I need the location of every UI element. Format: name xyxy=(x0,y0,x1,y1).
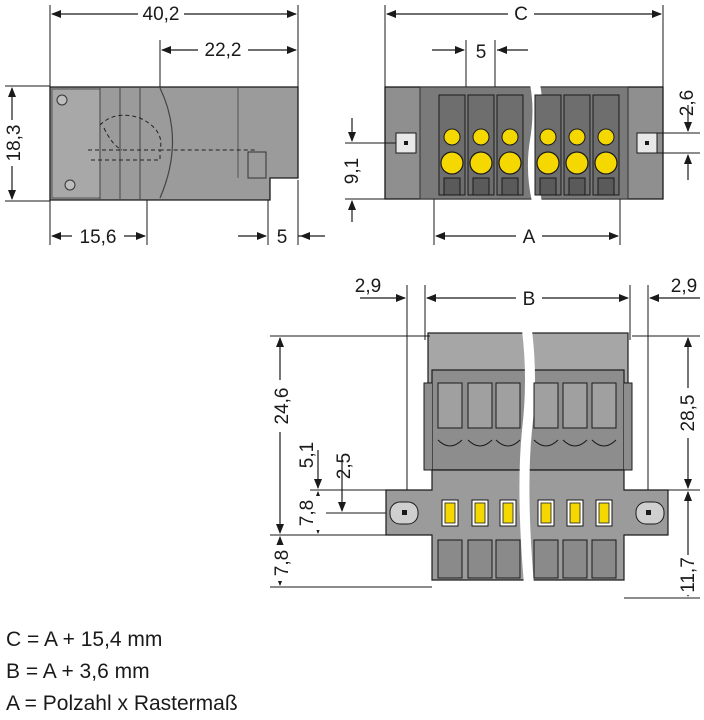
top-poles xyxy=(437,382,617,579)
dim-height: 18,3 xyxy=(4,125,25,162)
dim-right-height-upper: 28,5 xyxy=(678,395,699,432)
front-pole xyxy=(438,94,466,196)
side-housing xyxy=(49,86,299,201)
dim-pitch: 5 xyxy=(476,42,487,63)
dim-bottom-right: 5 xyxy=(277,227,288,248)
dim-left-b: 2,5 xyxy=(334,453,355,479)
dim-right-height-lower: 11,7 xyxy=(678,557,699,593)
top-pole xyxy=(562,382,588,579)
dim-left-c: 7,8 xyxy=(297,500,318,526)
front-pole xyxy=(534,94,562,196)
top-pole xyxy=(467,382,493,579)
formula-a: A = Polzahl x Rastermaß xyxy=(6,692,238,715)
front-pole xyxy=(592,94,620,196)
front-pole xyxy=(563,94,591,196)
dim-left-height: 9,1 xyxy=(342,158,363,184)
top-pole xyxy=(533,382,559,579)
dim-total-width: C xyxy=(514,4,528,25)
formula-b: B = A + 3,6 mm xyxy=(6,660,150,683)
dim-right-offset: 2,6 xyxy=(677,90,698,116)
top-pole xyxy=(591,382,617,579)
dim-left-d: 7,8 xyxy=(272,550,293,576)
dim-total-length: 40,2 xyxy=(143,4,180,25)
front-poles xyxy=(438,94,620,196)
front-pole xyxy=(496,94,524,196)
top-pole xyxy=(437,382,463,579)
dim-partial-length: 22,2 xyxy=(205,40,242,61)
front-pole xyxy=(467,94,495,196)
side-view: 40,2 22,2 18,3 15,6 5 xyxy=(2,2,325,248)
formula-c: C = A + 15,4 mm xyxy=(6,628,163,651)
dim-middle-width: B xyxy=(523,289,536,310)
dim-left-height-upper: 24,6 xyxy=(272,388,293,425)
top-pole xyxy=(495,382,521,579)
dim-left-margin: 2,9 xyxy=(355,276,381,297)
dim-bottom-width: A xyxy=(523,227,536,248)
dim-left-a: 5,1 xyxy=(297,442,318,468)
dim-bottom-left: 15,6 xyxy=(80,227,117,248)
dim-right-margin: 2,9 xyxy=(671,276,697,297)
